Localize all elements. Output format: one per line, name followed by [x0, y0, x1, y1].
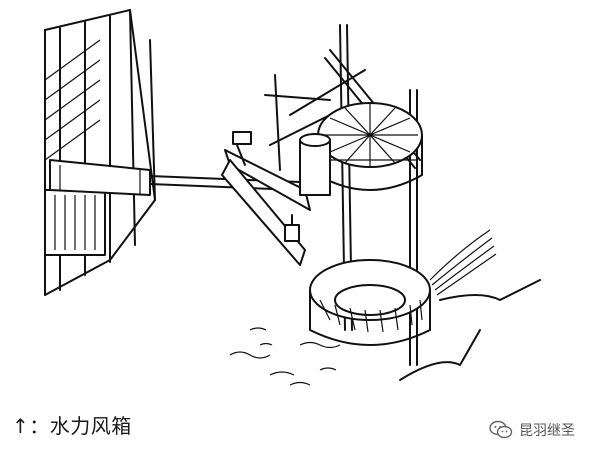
building-structure — [44, 9, 156, 296]
upper-wheel — [299, 102, 423, 196]
watermark-text: 昆羽继圣 — [519, 423, 575, 439]
water-wheel — [309, 259, 431, 346]
lever-frame — [221, 74, 341, 266]
watermark: 昆羽继圣 — [489, 420, 575, 440]
ground-texture — [229, 327, 341, 386]
water-flow — [399, 229, 541, 381]
water-bellows-illustration — [44, 9, 541, 386]
wechat-icon — [489, 420, 513, 439]
caption-text: ↑：水力风箱 — [12, 414, 132, 438]
